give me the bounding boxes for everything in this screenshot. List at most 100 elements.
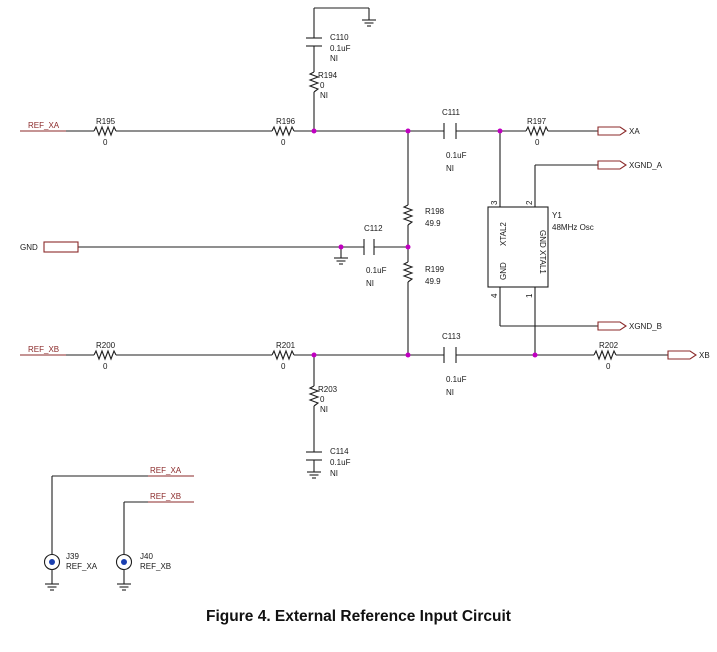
r194-value2: NI bbox=[320, 91, 328, 100]
junction-dot bbox=[405, 128, 411, 134]
r198-value: 49.9 bbox=[425, 219, 441, 228]
junction-dot bbox=[497, 128, 503, 134]
ground-icon bbox=[361, 19, 377, 27]
junction-dot bbox=[405, 352, 411, 358]
r198-ref: R198 bbox=[425, 207, 445, 216]
y1-pin-xtal2: XTAL2 bbox=[499, 222, 508, 246]
resistor-r201[interactable]: R201 0 bbox=[271, 341, 296, 371]
c111-value2: NI bbox=[446, 164, 454, 173]
capacitor-c113[interactable]: C113 0.1uF NI bbox=[442, 332, 467, 397]
port-xb[interactable]: XB bbox=[667, 350, 710, 360]
connector-j40[interactable]: J40 REF_XB bbox=[115, 552, 172, 584]
resistor-r194[interactable]: R194 0 NI bbox=[308, 71, 338, 100]
net-label-ref-xa-bus: REF_XA bbox=[150, 466, 182, 475]
resistor-r197[interactable]: R197 0 bbox=[525, 117, 549, 147]
y1-pin-gnd-top: GND bbox=[538, 230, 547, 248]
y1-pin-number-1: 1 bbox=[525, 293, 534, 298]
r201-value: 0 bbox=[281, 362, 286, 371]
r201-ref: R201 bbox=[276, 341, 296, 350]
port-xgnd-a[interactable]: XGND_A bbox=[597, 160, 663, 170]
j40-ref: J40 bbox=[140, 552, 153, 561]
c114-value2: NI bbox=[330, 469, 338, 478]
c111-value: 0.1uF bbox=[446, 151, 467, 160]
ground-icon bbox=[333, 257, 349, 265]
resistor-r196[interactable]: R196 0 bbox=[271, 117, 296, 147]
r195-ref: R195 bbox=[96, 117, 116, 126]
capacitor-c112[interactable]: C112 0.1uF NI bbox=[363, 224, 387, 288]
port-xa[interactable]: XA bbox=[597, 126, 640, 136]
c110-ref: C110 bbox=[330, 33, 349, 42]
resistor-r200[interactable]: R200 0 bbox=[93, 341, 117, 371]
y1-pin-number-4: 4 bbox=[490, 293, 499, 298]
ground-icon bbox=[116, 583, 132, 591]
r203-value2: NI bbox=[320, 405, 328, 414]
r202-value: 0 bbox=[606, 362, 611, 371]
port-xa-label: XA bbox=[629, 127, 640, 136]
c112-value: 0.1uF bbox=[366, 266, 387, 275]
y1-pin-gnd-bottom: GND bbox=[499, 262, 508, 280]
wires bbox=[20, 7, 668, 554]
capacitor-c110[interactable]: C110 0.1uF NI bbox=[306, 33, 351, 63]
junction-dot bbox=[338, 244, 344, 250]
resistor-r199[interactable]: R199 49.9 bbox=[402, 261, 445, 286]
y1-ref: Y1 bbox=[552, 211, 562, 220]
j39-ref: J39 bbox=[66, 552, 79, 561]
y1-value: 48MHz Osc bbox=[552, 223, 594, 232]
junction-dot bbox=[311, 352, 317, 358]
junction-dot bbox=[311, 128, 317, 134]
r203-value: 0 bbox=[320, 395, 325, 404]
resistor-r198[interactable]: R198 49.9 bbox=[402, 204, 445, 228]
resistor-r195[interactable]: R195 0 bbox=[93, 117, 117, 147]
r195-value: 0 bbox=[103, 138, 108, 147]
port-xgnd-a-label: XGND_A bbox=[629, 161, 663, 170]
c112-ref: C112 bbox=[364, 224, 383, 233]
ground-icon bbox=[44, 583, 60, 591]
r200-value: 0 bbox=[103, 362, 108, 371]
schematic-diagram: R195 0 R196 0 R197 0 R194 0 NI R198 49.9… bbox=[20, 7, 710, 591]
port-xgnd-b-label: XGND_B bbox=[629, 322, 662, 331]
r199-ref: R199 bbox=[425, 265, 445, 274]
c113-value: 0.1uF bbox=[446, 375, 467, 384]
net-label-ref-xb: REF_XB bbox=[28, 345, 59, 354]
y1-pin-xtal1: XTAL1 bbox=[538, 250, 547, 274]
r199-value: 49.9 bbox=[425, 277, 441, 286]
port-gnd[interactable]: GND bbox=[20, 241, 79, 253]
oscillator-y1[interactable]: Y1 48MHz Osc XTAL2 GND GND XTAL1 3 2 4 1 bbox=[487, 200, 594, 298]
resistor-r203[interactable]: R203 0 NI bbox=[308, 385, 338, 414]
r202-ref: R202 bbox=[599, 341, 619, 350]
figure-caption: Figure 4. External Reference Input Circu… bbox=[206, 608, 511, 625]
r197-ref: R197 bbox=[527, 117, 547, 126]
port-xb-label: XB bbox=[699, 351, 710, 360]
c111-ref: C111 bbox=[442, 108, 460, 117]
capacitor-c114[interactable]: C114 0.1uF NI bbox=[306, 447, 351, 478]
ground-icon bbox=[306, 471, 322, 479]
c114-value: 0.1uF bbox=[330, 458, 351, 467]
c114-ref: C114 bbox=[330, 447, 349, 456]
j39-value: REF_XA bbox=[66, 562, 98, 571]
junction-dot bbox=[405, 244, 411, 250]
junction-dot bbox=[532, 352, 538, 358]
junction-dots bbox=[311, 128, 538, 358]
y1-pin-number-2: 2 bbox=[525, 200, 534, 205]
r197-value: 0 bbox=[535, 138, 540, 147]
net-label-ref-xb-bus: REF_XB bbox=[150, 492, 181, 501]
c110-value2: NI bbox=[330, 54, 338, 63]
net-label-ref-xa: REF_XA bbox=[28, 121, 60, 130]
r196-value: 0 bbox=[281, 138, 286, 147]
port-gnd-label: GND bbox=[20, 243, 38, 252]
c110-value: 0.1uF bbox=[330, 44, 351, 53]
ground-symbols bbox=[44, 19, 377, 591]
r196-ref: R196 bbox=[276, 117, 296, 126]
c113-ref: C113 bbox=[442, 332, 461, 341]
port-xgnd-b[interactable]: XGND_B bbox=[597, 321, 662, 331]
r203-ref: R203 bbox=[318, 385, 338, 394]
resistor-r202[interactable]: R202 0 bbox=[593, 341, 619, 371]
capacitor-c111[interactable]: C111 0.1uF NI bbox=[442, 108, 467, 173]
r194-value: 0 bbox=[320, 81, 325, 90]
connector-j39[interactable]: J39 REF_XA bbox=[43, 552, 98, 584]
c113-value2: NI bbox=[446, 388, 454, 397]
r200-ref: R200 bbox=[96, 341, 116, 350]
r194-ref: R194 bbox=[318, 71, 338, 80]
y1-pin-number-3: 3 bbox=[490, 200, 499, 205]
c112-value2: NI bbox=[366, 279, 374, 288]
